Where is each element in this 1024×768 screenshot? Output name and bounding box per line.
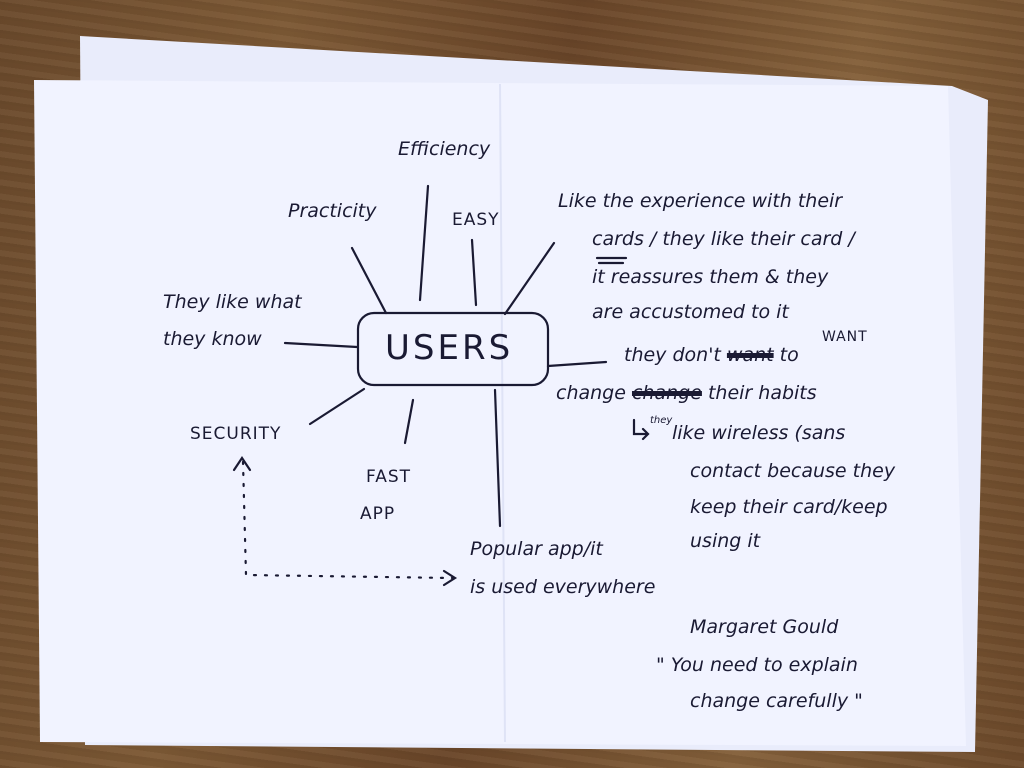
habits-text: change — [556, 382, 626, 404]
branch-line-habits — [546, 360, 608, 368]
branch-line-popular — [493, 388, 502, 528]
crossed-out-word: want — [726, 344, 774, 366]
front-paper-sheet — [34, 80, 966, 746]
dotted-arrow — [241, 460, 454, 580]
node-fast: FAST — [366, 467, 412, 487]
habits-text: they don't — [624, 344, 721, 366]
node-app: APP — [360, 504, 396, 524]
arrowhead-up-icon — [232, 456, 252, 472]
node-experience-line2: cards / they like their card / — [592, 228, 855, 250]
node-efficiency: Efficiency — [398, 138, 491, 160]
branch-line-easy — [470, 238, 478, 307]
inserted-word-want: WANT — [822, 329, 868, 345]
habits-text: their habits — [707, 382, 817, 404]
quote-line2: change carefully " — [690, 690, 863, 712]
node-know-line2: they know — [163, 328, 262, 350]
arrowhead-right-icon — [442, 569, 458, 587]
node-wireless-line4: using it — [690, 530, 761, 552]
node-popular-line2: is used everywhere — [470, 576, 656, 598]
node-experience-line1: Like the experience with their — [558, 190, 843, 212]
node-security: SECURITY — [190, 424, 282, 444]
branch-line-fast — [403, 398, 415, 445]
hook-arrow-icon — [632, 418, 650, 441]
node-habits-line2: change change their habits — [556, 384, 817, 403]
branch-line-experience — [503, 241, 556, 316]
node-know-line1: They like what — [163, 291, 302, 313]
node-habits-line1: they don't want to — [624, 346, 799, 365]
node-easy: EASY — [452, 210, 500, 230]
node-popular-line1: Popular app/it — [470, 538, 603, 560]
branch-line-efficiency — [418, 184, 430, 302]
node-experience-line3: it reassures them & they — [592, 266, 829, 288]
quote-line1: " You need to explain — [656, 654, 858, 676]
branch-line-security — [308, 387, 366, 426]
crossed-out-word: change — [631, 382, 702, 404]
habits-text: to — [779, 344, 799, 366]
node-practicity: Practicity — [288, 200, 377, 222]
node-experience-line4: are accustomed to it — [592, 301, 789, 323]
branch-line-know — [283, 341, 359, 349]
users-box — [356, 311, 550, 387]
node-wireless-line2: contact because they — [690, 460, 896, 482]
node-wireless-line3: keep their card/keep — [690, 496, 888, 518]
inserted-word-they: they — [650, 415, 673, 426]
node-wireless-line1: like wireless (sans — [672, 422, 846, 444]
node-users: USERS — [385, 328, 514, 368]
quote-author: Margaret Gould — [690, 616, 839, 638]
branch-line-practicity — [350, 246, 388, 315]
